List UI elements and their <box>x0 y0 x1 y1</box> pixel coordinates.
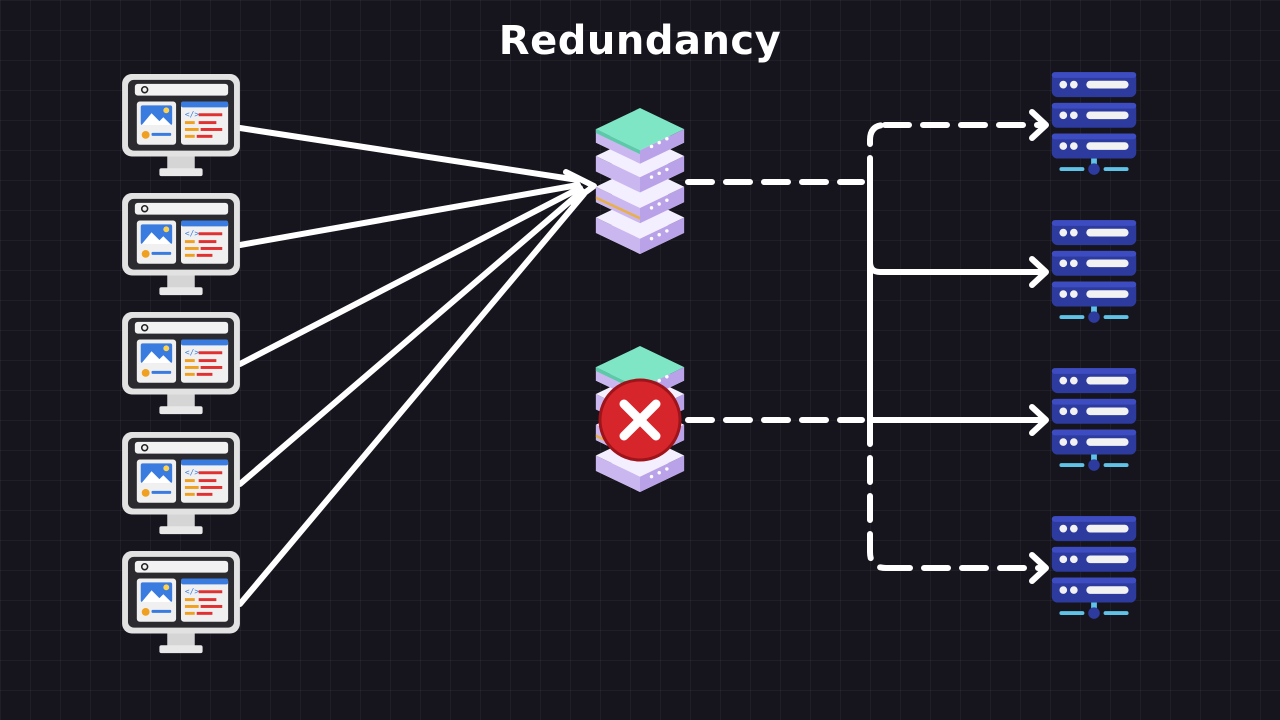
server-rack-icon <box>1051 368 1137 471</box>
client-computer-icon <box>122 551 240 654</box>
connector-client-2 <box>237 182 581 248</box>
client-computer-icon <box>122 193 240 296</box>
backend-connectors <box>685 122 1043 571</box>
clients <box>122 74 240 654</box>
arrowhead-server-1 <box>1029 109 1049 141</box>
client-computer-icon <box>122 432 240 535</box>
arrowhead-server-3 <box>1029 404 1049 436</box>
connector-client-3 <box>237 185 583 367</box>
connector-to-server-2 <box>867 259 1043 275</box>
diagram-title: Redundancy <box>498 18 782 64</box>
backend-servers <box>1051 72 1137 619</box>
lb-entry-arrowhead <box>563 169 597 205</box>
bus-top-segment <box>867 122 888 185</box>
load-balancer-icon <box>595 108 685 254</box>
backend-arrowheads <box>1029 109 1049 584</box>
client-computer-icon <box>122 74 240 177</box>
arrowhead-server-4 <box>1029 552 1049 584</box>
server-rack-icon <box>1051 516 1137 619</box>
server-rack-icon <box>1051 72 1137 175</box>
client-connectors <box>237 125 587 607</box>
client-computer-icon <box>122 312 240 415</box>
connector-client-5 <box>237 191 587 607</box>
connector-client-1 <box>237 125 581 183</box>
server-rack-icon <box>1051 220 1137 323</box>
arrowhead-server-2 <box>1029 256 1049 288</box>
connector-client-4 <box>237 188 585 487</box>
failure-x-icon <box>598 378 682 462</box>
load-balancers <box>595 108 685 492</box>
bus-bottom-segment <box>867 417 889 571</box>
